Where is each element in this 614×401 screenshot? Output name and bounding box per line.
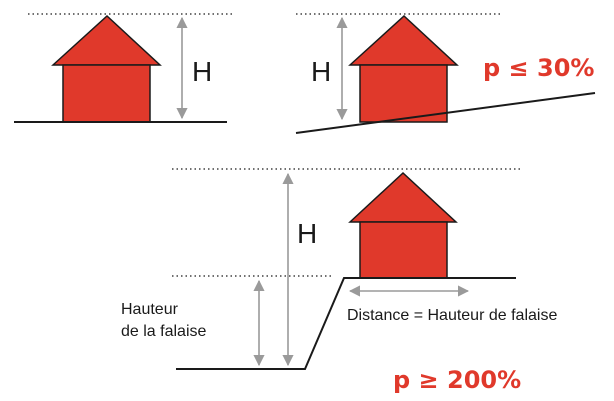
height-label: H bbox=[311, 56, 331, 87]
house-roof bbox=[348, 171, 458, 223]
cliff-height-label-line2: de la falaise bbox=[121, 323, 206, 340]
slope-gentle-label: p ≤ 30% bbox=[483, 54, 594, 82]
height-label: H bbox=[192, 56, 212, 87]
cliff-ground-profile bbox=[176, 277, 516, 370]
house-3 bbox=[348, 171, 458, 279]
panel-cliff: H Hauteur de la falaise Distance = Haute… bbox=[121, 168, 557, 394]
cliff-height-label-line1: Hauteur bbox=[121, 301, 179, 318]
house-1 bbox=[51, 14, 162, 123]
panel-gentle-slope: H p ≤ 30% bbox=[295, 13, 596, 134]
slope-steep-label: p ≥ 200% bbox=[393, 366, 521, 394]
house-wall bbox=[359, 221, 448, 279]
height-label: H bbox=[297, 218, 317, 249]
sloped-ground-line bbox=[295, 92, 596, 134]
house-wall bbox=[359, 64, 448, 123]
distance-label: Distance = Hauteur de falaise bbox=[347, 307, 557, 324]
house-roof bbox=[51, 14, 162, 66]
panel-flat-ground: H bbox=[14, 13, 232, 123]
house-wall bbox=[62, 64, 151, 123]
house-roof bbox=[348, 14, 459, 66]
house-2 bbox=[348, 14, 459, 123]
